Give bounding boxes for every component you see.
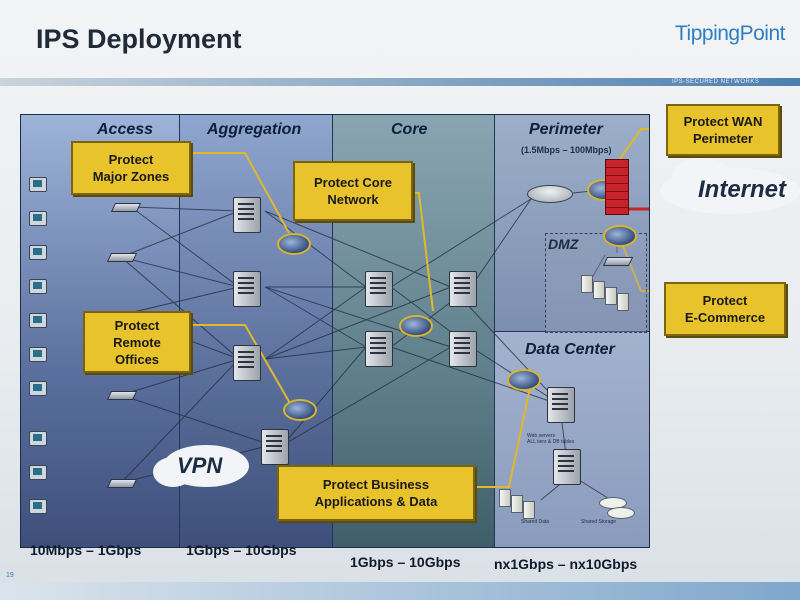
zone-label-core: Core [391, 121, 428, 138]
zone-label-access: Access [97, 121, 154, 138]
shared-data-server-icon [499, 489, 511, 507]
pc-icon [29, 279, 47, 294]
internet-cloud-icon [672, 158, 732, 194]
data-center-switch-icon [547, 387, 575, 423]
speed-aggregation: 1Gbps – 10Gbps [186, 542, 297, 558]
vpn-concentrator-icon [261, 429, 289, 465]
data-center-server-icon [553, 449, 581, 485]
dmz-server-icon [605, 287, 617, 305]
pc-icon [29, 499, 47, 514]
ips-device-icon [283, 399, 317, 421]
aggregation-switch-icon [233, 271, 261, 307]
ips-device-icon [277, 233, 311, 255]
slide-title: IPS Deployment [36, 24, 242, 54]
shared-data-label: Shared Data [521, 519, 550, 525]
callout-protect-wan-perimeter: Protect WAN Perimeter [666, 104, 780, 156]
network-diagram: Access Aggregation Core Perimeter (1.5Mb… [20, 114, 650, 548]
dmz-server-icon [581, 275, 593, 293]
core-switch-icon [365, 331, 393, 367]
pc-icon [29, 245, 47, 260]
shared-data-server-icon [523, 501, 535, 519]
ips-device-icon [399, 315, 433, 337]
callout-protect-core-network: Protect Core Network [293, 161, 413, 221]
pc-icon [29, 313, 47, 328]
router-icon [527, 185, 573, 203]
switch-icon [106, 253, 138, 262]
zone-label-aggregation: Aggregation [207, 121, 302, 138]
core-switch-icon [449, 271, 477, 307]
switch-icon [110, 203, 142, 212]
dmz-server-icon [593, 281, 605, 299]
footer-bar [0, 582, 800, 600]
pc-icon [29, 465, 47, 480]
core-switch-icon [365, 271, 393, 307]
ips-device-icon [603, 225, 637, 247]
callout-protect-major-zones: Protect Major Zones [71, 141, 191, 195]
vpn-cloud-icon [153, 457, 193, 487]
core-switch-icon [449, 331, 477, 367]
pc-icon [29, 211, 47, 226]
ips-device-icon [507, 369, 541, 391]
switch-icon [106, 479, 138, 488]
aggregation-switch-icon [233, 345, 261, 381]
callout-protect-remote-offices: Protect Remote Offices [83, 311, 191, 373]
pc-icon [29, 381, 47, 396]
speed-access: 10Mbps – 1Gbps [30, 542, 142, 558]
internet-label: Internet [698, 176, 787, 203]
callout-protect-ecommerce: Protect E-Commerce [664, 282, 786, 336]
slide-number: 19 [6, 572, 14, 579]
shared-storage-label: Shared Storage [581, 519, 617, 525]
connection-lines [120, 128, 649, 501]
speed-core: 1Gbps – 10Gbps [350, 554, 461, 570]
dmz-label: DMZ [548, 236, 579, 252]
dc-server-note: Web servers ALL tiers & DB tables [527, 433, 575, 445]
pc-icon [29, 347, 47, 362]
switch-icon [106, 391, 138, 400]
zone-label-perimeter: Perimeter [529, 121, 603, 138]
logo-tagline: IPS-SECURED NETWORKS [672, 79, 760, 85]
shared-data-server-icon [511, 495, 523, 513]
pc-icon [29, 431, 47, 446]
vpn-label: VPN [177, 453, 223, 478]
tippingpoint-logo: TippingPoint [675, 22, 785, 45]
pc-icon [29, 177, 47, 192]
zone-label-data-center: Data Center [525, 341, 615, 358]
callout-protect-business-apps: Protect Business Applications & Data [277, 465, 475, 521]
firewall-icon [605, 159, 629, 215]
header-bar [0, 78, 800, 86]
perimeter-speed: (1.5Mbps – 100Mbps) [521, 145, 612, 155]
storage-disk-icon [607, 507, 635, 519]
dmz-server-icon [617, 293, 629, 311]
aggregation-switch-icon [233, 197, 261, 233]
dmz-switch-icon [602, 257, 634, 266]
speed-perimeter-data-center: nx1Gbps – nx10Gbps [494, 556, 638, 572]
